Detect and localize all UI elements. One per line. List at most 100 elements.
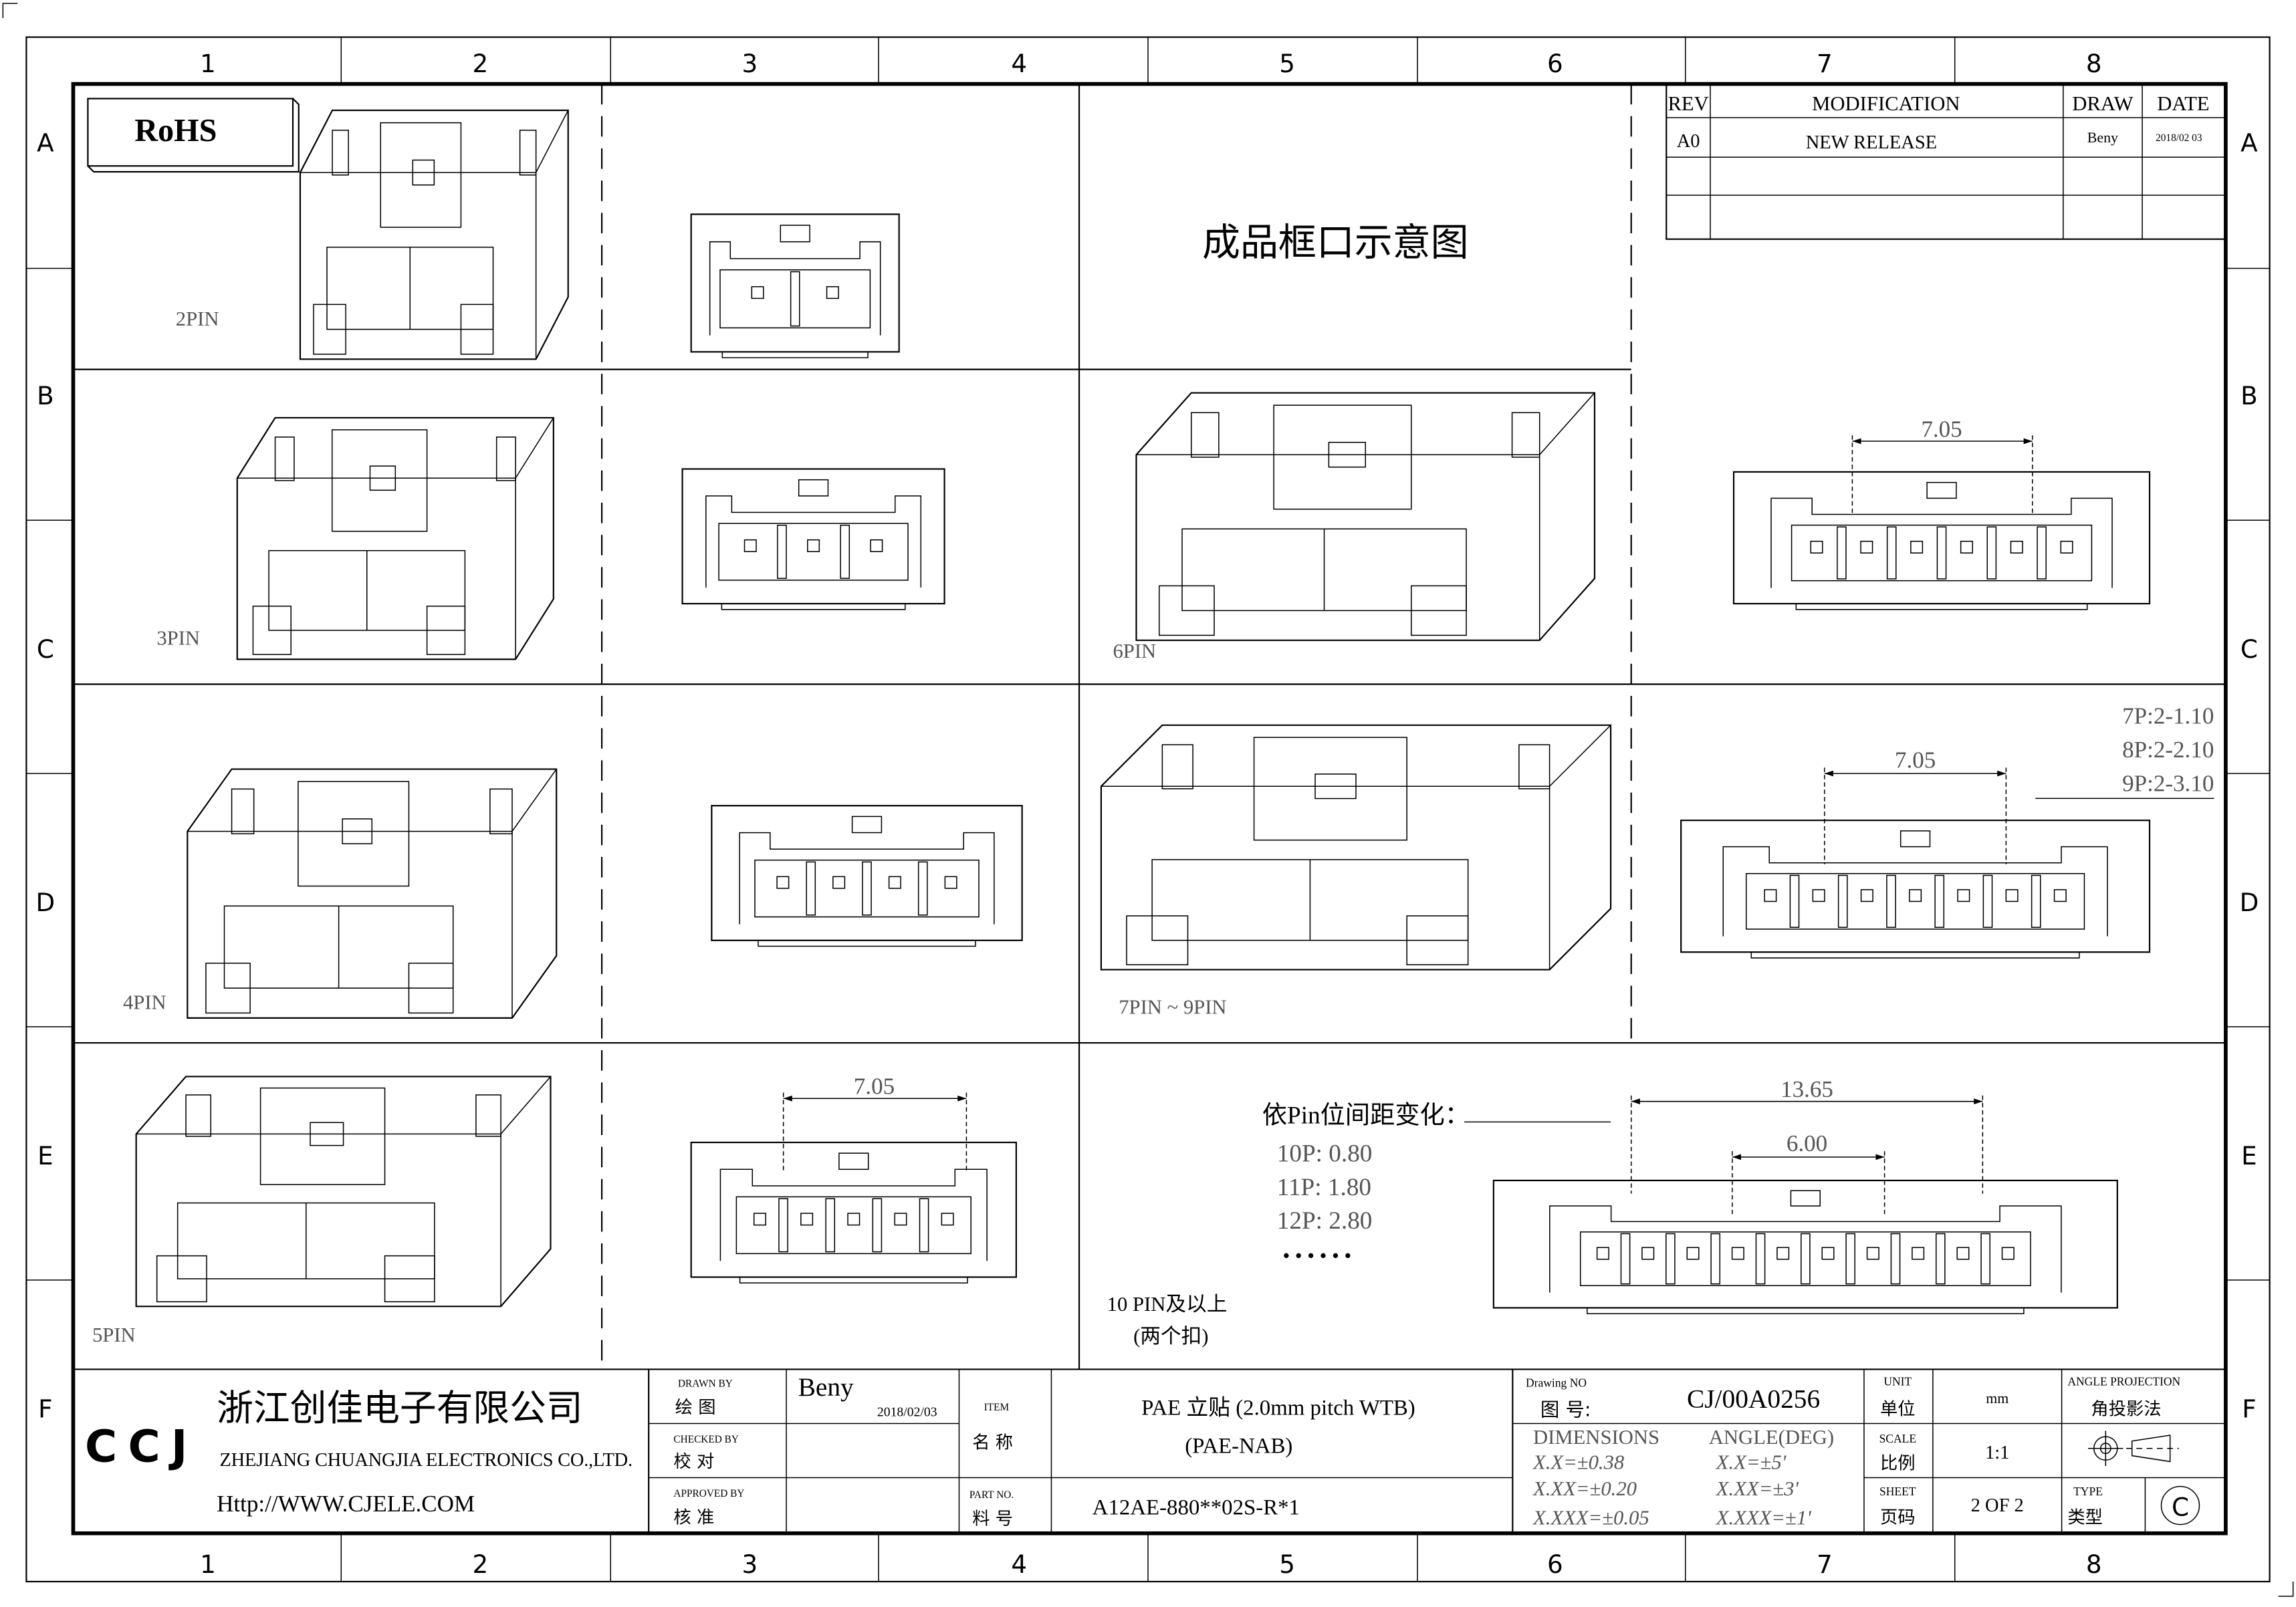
pin-divider (1837, 874, 1848, 929)
pin-divider (1845, 1233, 1855, 1285)
label-4pin: 4PIN (123, 991, 166, 1014)
latch-window (342, 818, 373, 844)
pin-divider (806, 861, 816, 916)
note-7p: 7P:2-1.10 (2122, 703, 2214, 729)
cavity-outline (1549, 1205, 2062, 1293)
front-view-3pin (681, 468, 945, 610)
column-marker: 2 (472, 1550, 488, 1579)
base-foot (739, 1277, 968, 1284)
row-marker: A (2241, 128, 2258, 157)
column-marker: 2 (472, 49, 488, 78)
spacing-10p: 10P: 0.80 (1277, 1140, 1373, 1167)
pin (1866, 1247, 1879, 1260)
rev-header: REV (1668, 92, 1708, 115)
pin (826, 286, 839, 299)
pin-divider (1934, 874, 1945, 929)
left-foot (1158, 585, 1215, 636)
spacing-11p: 11P: 1.80 (1277, 1174, 1371, 1201)
front-view-7-9pin (1680, 820, 2151, 959)
sheet-cn: 页码 (1880, 1507, 1916, 1527)
right-foot (384, 1255, 435, 1303)
angle-header: ANGLE(DEG) (1709, 1426, 1834, 1449)
latch-window (369, 465, 396, 491)
iso-view-6pin (1135, 392, 1596, 641)
slot (332, 130, 349, 176)
ten-pin-note: 10 PIN及以上 (1107, 1293, 1228, 1316)
column-marker: 3 (741, 49, 758, 78)
angle-tolerance-2: X.XX=±3' (1715, 1477, 1799, 1500)
base-foot (758, 940, 976, 947)
drawn-date: 2018/02/03 (877, 1405, 937, 1420)
row-marker: C (2241, 634, 2258, 664)
unit-cn: 单位 (1880, 1399, 1916, 1419)
drawn-by-cn: 绘 图 (675, 1398, 716, 1418)
latch-window (1328, 441, 1366, 468)
slot (1518, 744, 1551, 789)
drawing-no-value: CJ/00A0256 (1687, 1384, 1820, 1413)
pin (941, 1213, 954, 1226)
pin (2010, 540, 2023, 553)
part-no-value: A12AE-880**02S-R*1 (1093, 1495, 1300, 1519)
revision-table: REV MODIFICATION DRAW DATE A0 NEW RELEAS… (1666, 83, 2226, 240)
base-foot (721, 352, 869, 358)
base-foot (1795, 604, 2088, 610)
column-marker: 7 (1817, 49, 1833, 78)
pin-divider (862, 861, 872, 916)
projection-label: ANGLE PROJECTION (2067, 1375, 2180, 1388)
row-marker: D (2240, 888, 2259, 917)
checked-by-cn: 校 对 (673, 1452, 714, 1472)
pin (894, 1213, 907, 1226)
left-foot (1126, 915, 1189, 966)
angle-tolerance-3: X.XXX=±1' (1715, 1507, 1811, 1529)
top-latch (298, 781, 410, 887)
latch (851, 816, 883, 834)
rohs-label: RoHS (134, 113, 217, 148)
housing-outline (690, 213, 900, 353)
pin-divider (1935, 1233, 1946, 1285)
tolerance-1: X.X=±0.38 (1532, 1451, 1624, 1473)
type-symbol: C (2172, 1492, 2189, 1521)
pin (1960, 540, 1973, 553)
dim-10p-outer: 13.65 (1781, 1076, 1833, 1102)
latch (798, 479, 829, 497)
cavity-inner (719, 269, 871, 329)
label-6pin: 6PIN (1113, 640, 1156, 662)
front-view-4pin (711, 805, 1023, 947)
part-no-label: PART NO. (969, 1489, 1014, 1501)
base-foot (1587, 1308, 2025, 1314)
pin (1764, 889, 1777, 902)
checked-by-label: CHECKED BY (673, 1434, 739, 1445)
draw-value: Beny (2087, 129, 2118, 146)
row-marker: D (36, 888, 55, 917)
company-logo: CCJ (85, 1421, 187, 1472)
slot (495, 437, 516, 481)
ten-pin-sub: (两个扣) (1133, 1325, 1208, 1348)
pin-divider (1980, 1233, 1990, 1285)
scale-label: SCALE (1879, 1432, 1916, 1445)
column-marker: 5 (1279, 1550, 1295, 1579)
tolerance-2: X.XX=±0.20 (1532, 1477, 1637, 1500)
pin-divider (840, 524, 850, 579)
column-marker: 8 (2086, 49, 2102, 78)
dimension-7p (1824, 767, 2007, 864)
column-marker: 4 (1011, 1550, 1027, 1579)
pin-divider (2037, 526, 2047, 580)
pin (1686, 1247, 1700, 1260)
pin (807, 539, 820, 552)
housing-outline (681, 468, 945, 605)
label-7-9pin: 7PIN ~ 9PIN (1119, 995, 1226, 1018)
drawing-title: 成品框口示意图 (1202, 221, 1469, 265)
scale-cn: 比例 (1880, 1453, 1916, 1473)
pin (800, 1213, 814, 1226)
type-cn: 类型 (2067, 1507, 2103, 1527)
slot (231, 788, 255, 835)
type-symbol-icon (2160, 1485, 2200, 1525)
latch (780, 225, 810, 243)
column-marker: 8 (2086, 1550, 2102, 1579)
pin-divider (1986, 526, 1997, 580)
column-marker: 1 (200, 1550, 216, 1579)
right-foot (426, 606, 466, 655)
slot (475, 1094, 501, 1137)
